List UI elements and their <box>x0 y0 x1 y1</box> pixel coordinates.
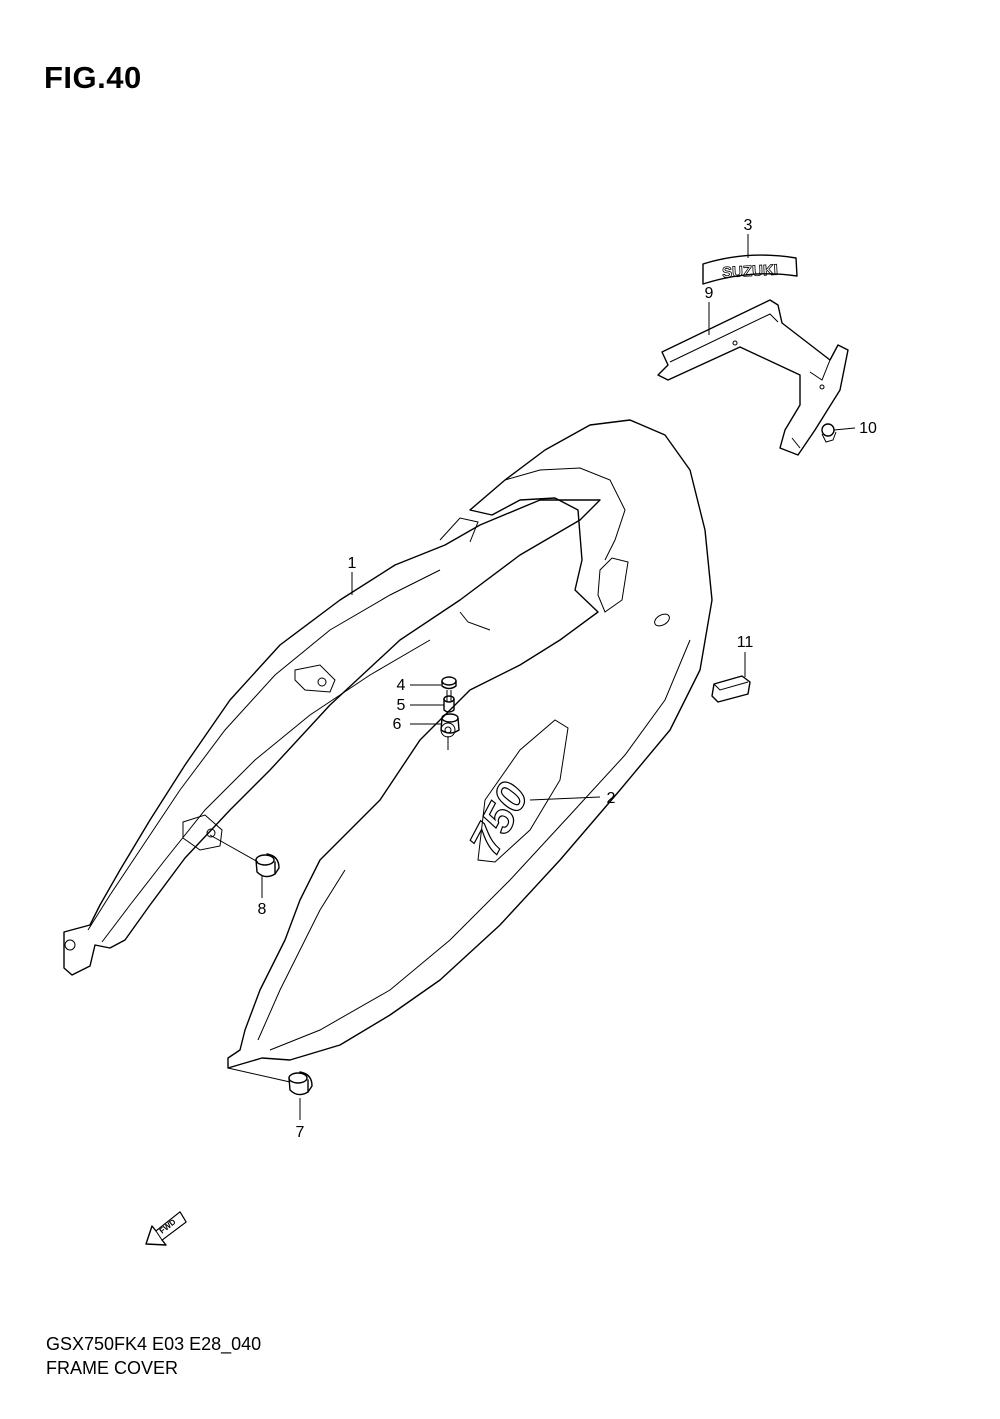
callout-10: 10 <box>859 420 877 437</box>
callout-3: 3 <box>744 217 753 234</box>
badge-750: 750 <box>460 719 569 863</box>
part-11-cushion-pad <box>711 675 751 703</box>
part-9-bracket <box>657 299 849 456</box>
figure-footer: GSX750FK4 E03 E28_040 FRAME COVER <box>46 1332 261 1380</box>
leader-lines <box>209 234 856 1120</box>
part-7-cushion <box>288 1071 313 1096</box>
callout-1: 1 <box>348 555 357 572</box>
part-2-right-frame-cover <box>227 419 713 1069</box>
part-5-collar <box>443 695 455 713</box>
part-3-suzuki-emblem: SUZUKI <box>702 254 798 285</box>
emblem-text: SUZUKI <box>722 262 779 282</box>
callout-11: 11 <box>737 634 754 651</box>
callout-4: 4 <box>397 677 406 694</box>
callout-8: 8 <box>258 901 267 918</box>
callout-labels: 1 2 3 4 5 6 7 8 9 10 11 <box>258 217 877 1141</box>
callout-6: 6 <box>393 716 402 733</box>
part-6-grommet <box>440 713 460 734</box>
part-10-clip <box>821 423 837 443</box>
model-code: GSX750FK4 E03 E28_040 <box>46 1334 262 1354</box>
callout-9: 9 <box>705 285 714 302</box>
figure-title: FIG.40 <box>44 60 142 95</box>
part-8-cushion <box>255 853 280 878</box>
badge-750-text: 750 <box>461 774 539 862</box>
callout-5: 5 <box>397 697 406 714</box>
part-1-left-frame-cover <box>63 499 601 976</box>
callout-2: 2 <box>607 790 616 807</box>
fwd-arrow-icon: FWD <box>145 1211 187 1246</box>
callout-7: 7 <box>296 1124 305 1141</box>
section-name: FRAME COVER <box>46 1358 179 1378</box>
